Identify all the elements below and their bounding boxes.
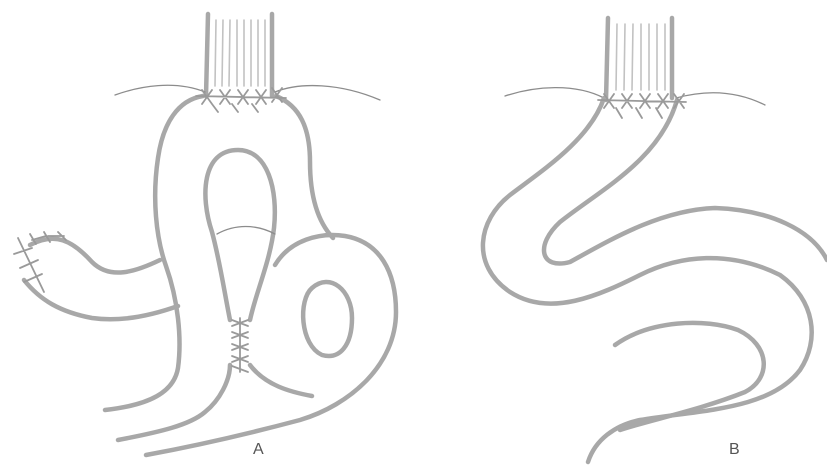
panel-a-loop-crossline: [217, 227, 275, 235]
panel-a-lower-strand-right: [250, 365, 312, 396]
panel-a-esophagus: [206, 14, 272, 96]
panel-a-side-limb-lower: [24, 280, 178, 319]
panel-a-limb-outer-right: [276, 96, 333, 238]
panel-a-limb-outer-left: [105, 96, 203, 410]
panel-a-right-loop-inner: [303, 282, 352, 356]
panel-a-central-seam-stitches: [232, 318, 248, 372]
panel-a-label: A: [253, 441, 264, 459]
panel-a-suture-thread-left: [115, 85, 205, 95]
panel-b-esophagus: [606, 18, 672, 100]
panel-a-suture-thread-right: [275, 86, 380, 100]
panel-a-diagram: [14, 14, 396, 455]
panel-a-side-limb-upper: [30, 239, 160, 273]
panel-b-suture-thread-left: [505, 88, 604, 98]
panel-b-diagram: [483, 18, 827, 462]
panel-b-limb-inner: [544, 100, 827, 264]
panel-b-label: B: [729, 441, 740, 459]
panel-a-central-loop: [205, 150, 274, 320]
panel-b-suture-thread-right: [676, 93, 765, 105]
